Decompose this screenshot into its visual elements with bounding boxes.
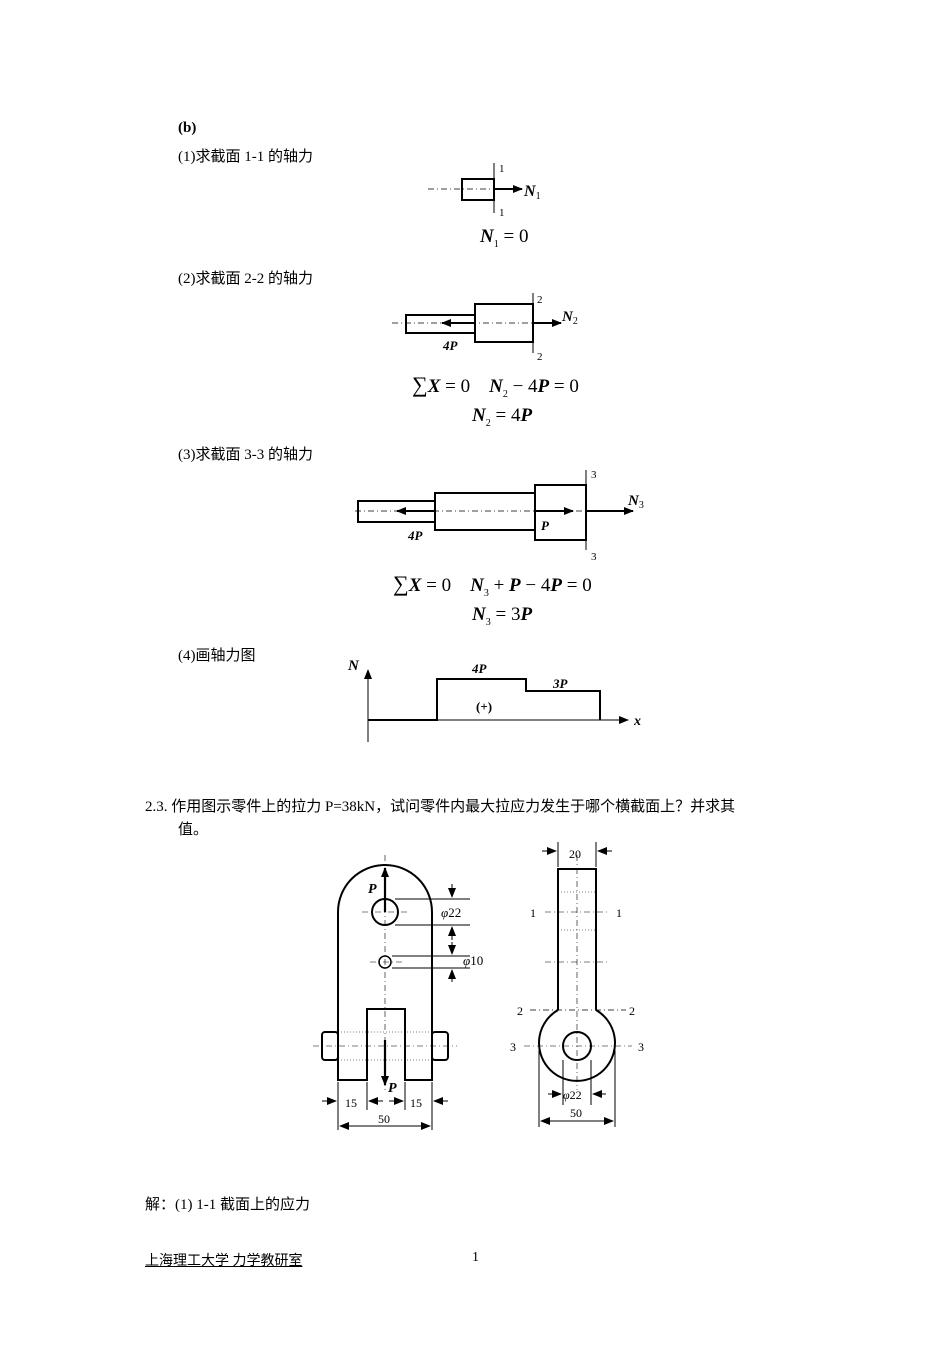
equation-n1: N1 = 0 <box>480 226 529 250</box>
fig1-sec-bottom: 1 <box>499 207 505 219</box>
part-label: (b) <box>178 120 197 136</box>
part-dim-15b: 15 <box>410 1096 422 1110</box>
fig3-force-label: N3 <box>627 493 644 511</box>
part-load-top: P <box>368 882 377 897</box>
axial-sign: (+) <box>476 699 492 714</box>
problem-statement-line2: 值。 <box>178 822 209 838</box>
part-load-bottom: P <box>388 1081 397 1096</box>
fig1-sec-top: 1 <box>499 163 505 175</box>
part-dia-large: φ22 <box>441 905 461 920</box>
part-front-view <box>313 855 470 1130</box>
side-sec2-right: 2 <box>629 1004 635 1018</box>
fig1-body <box>428 163 523 213</box>
step-2-heading: (2)求截面 2-2 的轴力 <box>178 271 313 287</box>
step-3-heading: (3)求截面 3-3 的轴力 <box>178 447 313 463</box>
fig2-body <box>392 293 562 353</box>
side-sec3-right: 3 <box>638 1040 644 1054</box>
part-dia-small: φ10 <box>463 953 483 968</box>
axial-force-diagram <box>364 669 629 742</box>
step-4-heading: (4)画轴力图 <box>178 648 256 664</box>
fig2-sec-top: 2 <box>537 294 543 306</box>
axial-y-axis-label: N <box>347 658 360 674</box>
solution-heading: 解：(1) 1-1 截面上的应力 <box>145 1197 310 1213</box>
axial-label-3p: 3P <box>552 676 569 691</box>
footer-institution: 上海理工大学 力学教研室 <box>145 1254 303 1269</box>
fig3-body <box>355 470 634 550</box>
fig3-sec-top: 3 <box>591 469 597 481</box>
axial-x-axis-label: x <box>633 714 641 729</box>
step-1-heading: (1)求截面 1-1 的轴力 <box>178 149 313 165</box>
part-side-view <box>524 842 632 1127</box>
axial-label-4p: 4P <box>471 661 488 676</box>
fig2-sec-bottom: 2 <box>537 351 543 363</box>
problem-statement-line1: 2.3. 作用图示零件上的拉力 P=38kN，试问零件内最大拉应力发生于哪个横截… <box>145 799 736 815</box>
fig1-force-label: N1 <box>523 183 541 202</box>
fig3-load2-label: P <box>541 518 550 533</box>
side-sec1-right: 1 <box>616 906 622 920</box>
equation-sum-x-3: ∑X = 0 N3 + P − 4P = 0 <box>393 571 592 599</box>
fig2-force-label: N2 <box>561 309 578 327</box>
equation-sum-x-2: ∑X = 0 N2 − 4P = 0 <box>412 372 579 400</box>
side-dim-50: 50 <box>570 1106 582 1120</box>
side-sec3-left: 3 <box>510 1040 516 1054</box>
page-number: 1 <box>472 1250 479 1265</box>
side-sec1-left: 1 <box>530 906 536 920</box>
equation-n2: N2 = 4P <box>472 405 533 429</box>
side-dia: φ22 <box>563 1088 582 1102</box>
side-sec2-left: 2 <box>517 1004 523 1018</box>
fig2-load-label: 4P <box>442 338 459 353</box>
side-dim-20: 20 <box>569 847 581 861</box>
equation-n3: N3 = 3P <box>472 604 533 628</box>
part-dim-15a: 15 <box>345 1096 357 1110</box>
part-dim-50: 50 <box>378 1112 390 1126</box>
fig3-load-label: 4P <box>407 528 424 543</box>
fig3-sec-bottom: 3 <box>591 551 597 563</box>
